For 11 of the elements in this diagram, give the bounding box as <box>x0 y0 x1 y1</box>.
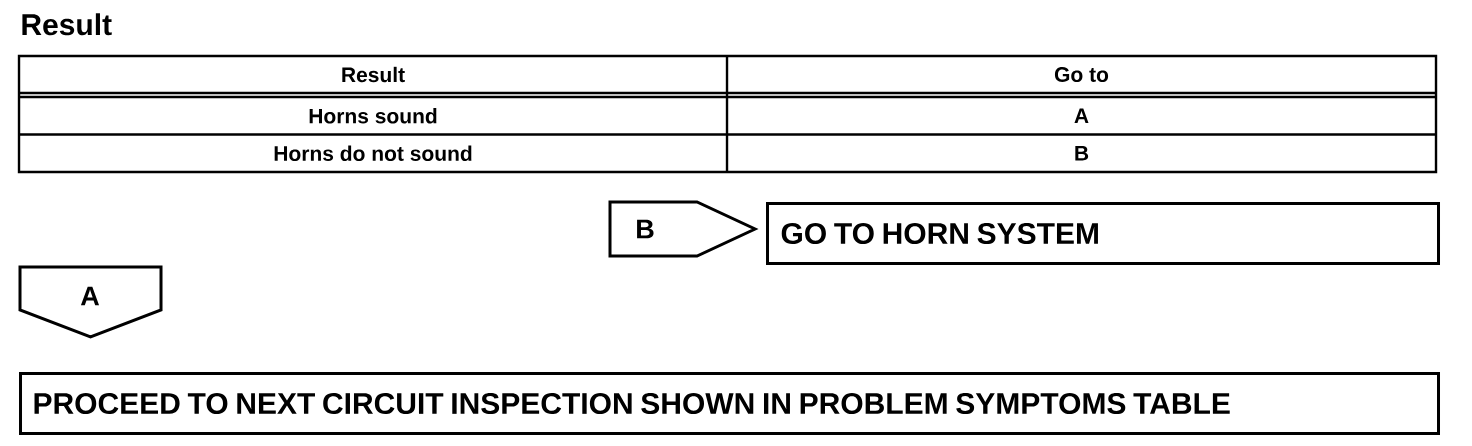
column-header: Go to <box>1054 67 1109 82</box>
cell-text: Horns sound <box>309 108 437 124</box>
cell-text: Horns do not sound <box>274 145 472 161</box>
instruction-box: PROCEED TO NEXT CIRCUIT INSPECTION SHOWN IN PROBLEM SYMPTOMS TABLE <box>19 372 1440 435</box>
heading: Result <box>22 13 112 36</box>
arrow-tag: A <box>18 265 163 339</box>
instruction-box: GO TO HORN SYSTEM <box>766 202 1440 265</box>
cell-text: A <box>1074 108 1089 124</box>
arrow-tag: B <box>608 200 759 258</box>
cell-text: B <box>1075 146 1089 161</box>
column-header: Result <box>342 66 405 83</box>
